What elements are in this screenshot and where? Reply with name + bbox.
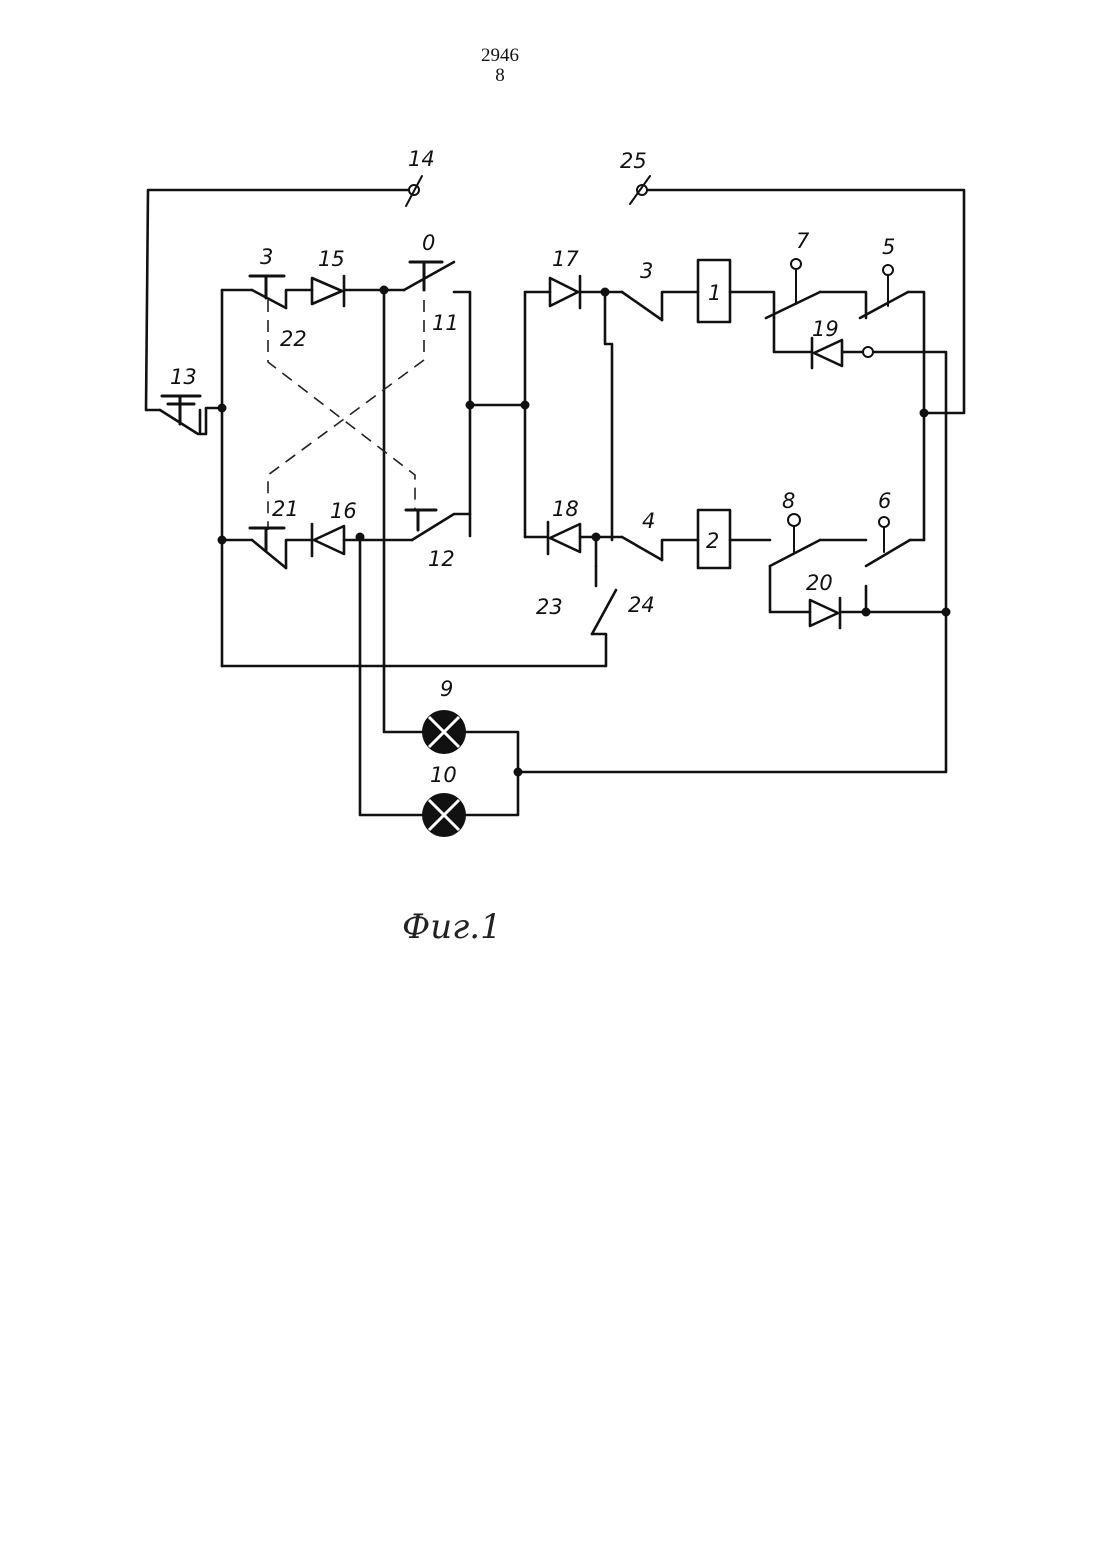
button-12	[406, 510, 470, 540]
lamp-10	[422, 793, 466, 837]
diode-15	[312, 276, 344, 306]
wire-top-branch-mid	[286, 290, 312, 308]
label-terminal-7: 7	[796, 229, 810, 253]
label-button-13: 13	[170, 365, 197, 389]
label-lamp-10: 10	[430, 763, 457, 787]
label-diode-19: 19	[812, 317, 839, 341]
label-diode-17: 17	[552, 247, 579, 271]
label-terminal-25: 25	[620, 149, 647, 173]
wire-lamp10-left	[360, 537, 422, 815]
terminal-5-ring	[883, 265, 893, 275]
diode-18	[548, 522, 580, 554]
terminal-7-ring	[791, 259, 801, 269]
label-contact-3: 3	[640, 259, 653, 283]
wire-upper-row-c	[662, 292, 698, 320]
label-button-0: 0	[422, 231, 435, 255]
label-relay-2: 2	[706, 529, 719, 553]
label-button-3: 3	[260, 245, 273, 269]
lamp-9	[422, 710, 466, 754]
diode-16	[312, 524, 344, 556]
label-lamp-9: 9	[440, 677, 453, 701]
label-contact-23: 23	[536, 595, 563, 619]
wire-diode19-ring	[870, 352, 946, 612]
button-21	[250, 528, 286, 568]
label-diode-16: 16	[330, 499, 357, 523]
wire-lamp-return	[518, 612, 946, 772]
junctions	[218, 286, 951, 777]
label-diode-15: 15	[318, 247, 345, 271]
terminal-8-ring	[788, 514, 800, 526]
wire-supply-25	[646, 190, 964, 413]
label-contact-12: 12	[428, 547, 455, 571]
contact-23-24	[592, 566, 616, 634]
label-diode-18: 18	[552, 497, 579, 521]
contact-4	[622, 537, 662, 560]
button-13	[160, 396, 200, 434]
figure-caption: Фиг.1	[402, 907, 502, 947]
label-terminal-6: 6	[878, 489, 891, 513]
wire-contact-23-stem	[605, 292, 612, 540]
label-relay-1: 1	[708, 281, 721, 305]
label-contact-24: 24	[628, 593, 655, 617]
wire-upper-row-d	[730, 292, 774, 318]
wire-diode20-bypass	[770, 566, 810, 612]
label-terminal-5: 5	[882, 235, 895, 259]
terminal-19-ring	[863, 347, 873, 357]
contact-8	[770, 522, 820, 566]
wire-lamp9-right	[466, 732, 518, 815]
wire-upper-row-e	[820, 292, 866, 318]
wire-13-to-rail	[200, 408, 222, 434]
wire-lower-row-c	[662, 540, 698, 560]
label-diode-20: 20	[806, 571, 833, 595]
terminal-6-ring	[879, 517, 889, 527]
diode-20	[810, 598, 840, 628]
label-contact-11: 11	[432, 311, 459, 335]
button-0	[404, 262, 454, 290]
label-contact-22: 22	[280, 327, 307, 351]
label-terminal-14: 14	[408, 147, 435, 171]
label-terminal-8: 8	[782, 489, 795, 513]
diode-19	[812, 338, 842, 368]
label-button-21: 21	[272, 497, 299, 521]
diode-17	[550, 276, 580, 308]
contact-6	[866, 524, 910, 566]
wire-bottom-branch-mid	[286, 540, 312, 568]
contact-3	[622, 292, 662, 320]
label-contact-4: 4	[642, 509, 655, 533]
wire-bottom-return	[222, 634, 606, 666]
wire-diode19-bypass	[774, 318, 812, 352]
